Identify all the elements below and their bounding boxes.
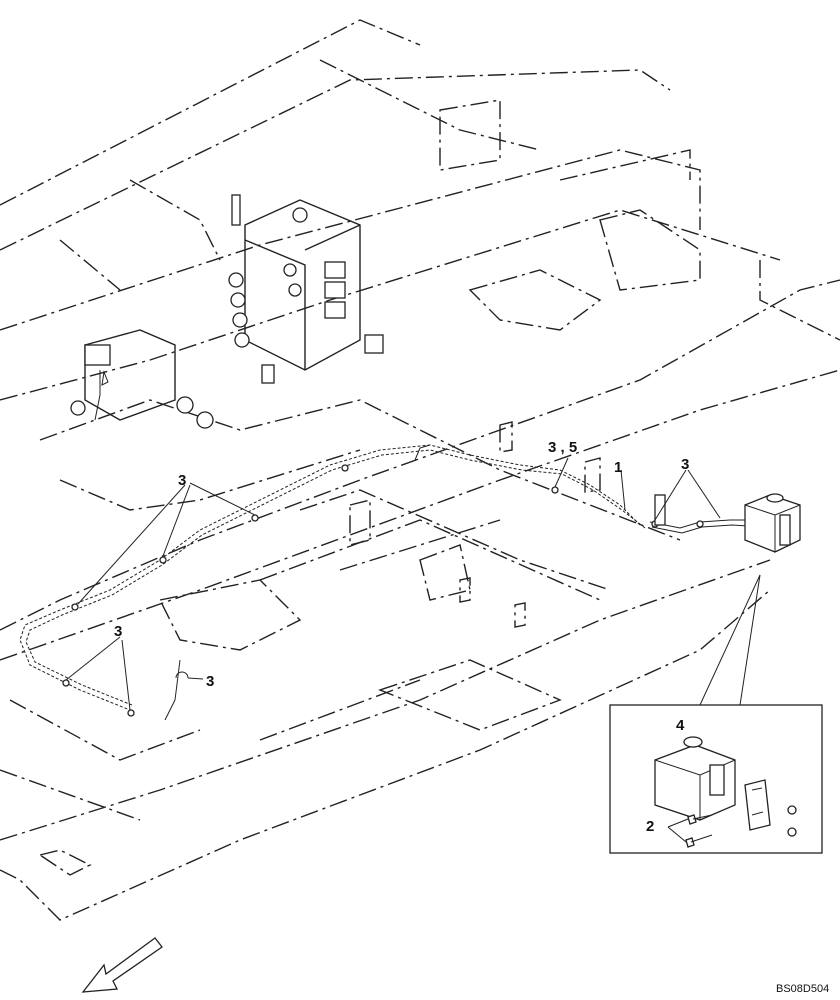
upper-frame xyxy=(0,19,781,401)
leader-lines xyxy=(65,457,721,843)
detail-inset xyxy=(609,574,823,854)
washer-tank-detail-icon xyxy=(654,736,797,848)
callout-3-5: 3 , 5 xyxy=(548,439,577,456)
callout-2: 2 xyxy=(646,818,654,835)
callouts: 3 , 5 1 3 3 3 3 4 2 xyxy=(114,439,689,835)
callout-3-right: 3 xyxy=(681,456,689,473)
washer-hose xyxy=(19,444,749,721)
control-valve-icon xyxy=(228,194,384,384)
front-direction-arrow-icon xyxy=(81,937,163,993)
hydraulic-pump-icon xyxy=(70,329,214,429)
washer-tank-icon xyxy=(744,493,801,553)
callout-3-left: 3 xyxy=(178,472,186,489)
callout-3-lower: 3 xyxy=(114,623,122,640)
callout-4: 4 xyxy=(676,717,685,734)
main-frame xyxy=(0,260,840,921)
callout-1: 1 xyxy=(614,459,622,476)
drawing-code: BS08D504 xyxy=(776,983,829,995)
callout-3-hose: 3 xyxy=(206,673,214,690)
